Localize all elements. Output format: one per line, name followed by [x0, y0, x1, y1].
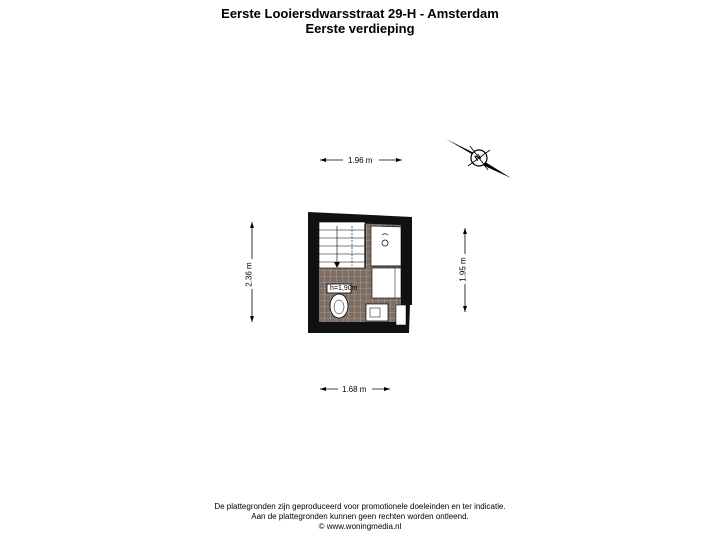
- dimension-left: [247, 222, 257, 322]
- dimension-right-label: 1.95 m: [458, 257, 468, 282]
- footer-disclaimer: De plattegronden zijn geproduceerd voor …: [214, 502, 506, 511]
- door: [395, 304, 407, 326]
- dimension-bottom: [320, 384, 390, 394]
- north-arrow-icon: [446, 139, 511, 178]
- toilet: [326, 283, 352, 319]
- washbasin: [365, 303, 389, 322]
- footer-copyright: © www.woningmedia.nl: [318, 522, 402, 531]
- bathtub: [371, 267, 402, 299]
- staircase: [318, 221, 366, 269]
- dimension-right: [460, 228, 470, 312]
- dimension-top-label: 1.96 m: [348, 156, 373, 165]
- shower: [370, 225, 402, 267]
- dimension-left-label: 2.36 m: [244, 262, 254, 287]
- footer-rights: Aan de plattegronden kunnen geen rechten…: [251, 512, 469, 521]
- dimension-bottom-label: 1.68 m: [342, 385, 367, 394]
- dimension-top: [320, 155, 402, 165]
- room-height-label: h=1,90m: [330, 285, 358, 292]
- floor-subtitle: Eerste verdieping: [305, 21, 415, 36]
- page-title: Eerste Looiersdwarsstraat 29-H - Amsterd…: [221, 6, 499, 21]
